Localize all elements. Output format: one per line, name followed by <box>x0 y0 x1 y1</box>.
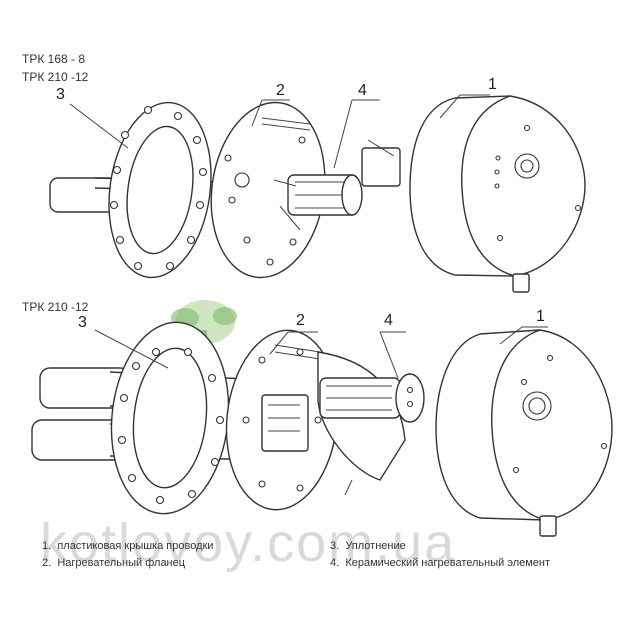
bottom-heating-element <box>317 351 425 496</box>
bottom-part-number-1: 1 <box>536 308 545 325</box>
legend-item-2: 2. Нагревательный фланец <box>42 557 185 569</box>
bottom-cover <box>435 329 613 537</box>
watermark: kotlovoy.com.ua <box>40 513 457 573</box>
legend-text: Уплотнение <box>345 540 406 552</box>
bottom-leader-4 <box>379 331 399 379</box>
legend-num: 2. <box>42 557 52 569</box>
legend-item-4: 4. Керамический нагревательный элемент <box>330 557 550 569</box>
legend-num: 4. <box>330 557 340 569</box>
legend-item-3: 3. Уплотнение <box>330 540 406 552</box>
top-part-number-4: 4 <box>358 82 367 99</box>
bottom-part-number-3: 3 <box>78 314 87 331</box>
model-label-top-2: ТРК 210 -12 <box>22 70 89 84</box>
bottom-part-number-2: 2 <box>296 312 305 329</box>
top-part-number-2: 2 <box>276 82 285 99</box>
top-leader-4 <box>333 99 353 169</box>
bottom-leader-1 <box>499 326 523 345</box>
top-part-number-3: 3 <box>56 86 65 103</box>
top-heating-element <box>273 139 401 231</box>
model-label-bottom: ТРК 210 -12 <box>22 300 89 314</box>
top-leader-3 <box>69 103 129 149</box>
top-leader-1 <box>439 94 461 119</box>
bottom-leader-3 <box>94 329 169 369</box>
legend-text: Керамический нагревательный элемент <box>345 557 551 569</box>
legend-num: 1. <box>42 540 52 552</box>
bottom-part-number-4: 4 <box>384 312 393 329</box>
legend-text: Нагревательный фланец <box>57 557 186 569</box>
legend-item-1: 1. пластиковая крышка проводки <box>42 540 213 552</box>
legend-num: 3. <box>330 540 340 552</box>
bottom-leader-2 <box>269 331 289 355</box>
top-leader-2 <box>251 99 263 127</box>
top-gasket <box>108 101 212 279</box>
model-label-top-1: ТРК 168 - 8 <box>22 52 86 66</box>
top-part-number-1: 1 <box>488 76 497 93</box>
bottom-gasket <box>110 321 230 515</box>
top-cover <box>409 95 586 293</box>
legend-text: пластиковая крышка проводки <box>57 540 214 552</box>
